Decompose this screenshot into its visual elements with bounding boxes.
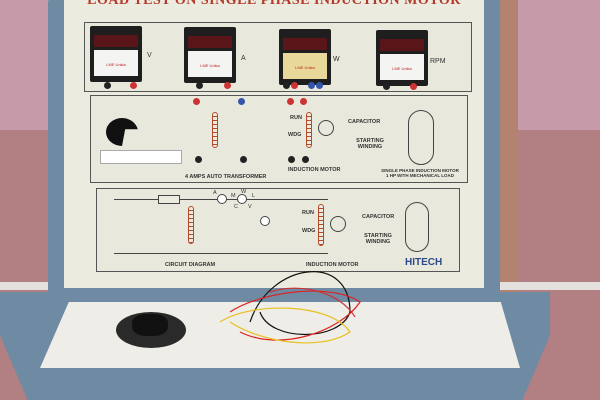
voltmeter: LME Unika bbox=[90, 26, 142, 82]
terminal-red[interactable] bbox=[193, 98, 200, 105]
panel-title: LOAD TEST ON SINGLE PHASE INDUCTION MOTO… bbox=[87, 0, 461, 8]
wdg-label: WDG bbox=[288, 132, 302, 138]
fuse-icon bbox=[158, 195, 180, 204]
circuit-diagram-section bbox=[96, 188, 460, 272]
label-m: M bbox=[231, 193, 236, 199]
circuit-wire bbox=[114, 253, 328, 254]
ammeter: LME Unika bbox=[184, 27, 236, 83]
circuit-autotransformer-icon bbox=[188, 206, 194, 244]
terminal-black[interactable] bbox=[302, 156, 309, 163]
capacitor-label: CAPACITOR bbox=[362, 214, 395, 220]
motor-rotor-icon bbox=[318, 120, 334, 136]
patch-wires[interactable] bbox=[210, 262, 380, 362]
wattmeter-unit: W bbox=[333, 56, 340, 63]
terminal-black[interactable] bbox=[288, 156, 295, 163]
terminal-black[interactable] bbox=[104, 82, 111, 89]
starting-winding-label: STARTING WINDING bbox=[356, 138, 384, 150]
run-winding-coil-icon bbox=[306, 112, 312, 148]
induction-motor-label: INDUCTION MOTOR bbox=[306, 262, 359, 268]
wiring-section bbox=[90, 95, 468, 183]
terminal-black[interactable] bbox=[383, 83, 390, 90]
motor-description-label: SINGLE PHASE INDUCTION MOTOR 1 HP WITH M… bbox=[381, 168, 459, 178]
brand-logo: HITECH bbox=[405, 257, 443, 268]
knob-cap[interactable] bbox=[132, 314, 168, 336]
circuit-diagram-label: CIRCUIT DIAGRAM bbox=[165, 262, 216, 268]
terminal-red[interactable] bbox=[291, 82, 298, 89]
terminal-black[interactable] bbox=[240, 156, 247, 163]
terminal-blue[interactable] bbox=[238, 98, 245, 105]
terminal-red[interactable] bbox=[287, 98, 294, 105]
voltmeter-unit: V bbox=[147, 52, 152, 59]
terminal-red[interactable] bbox=[300, 98, 307, 105]
label-w: W bbox=[241, 189, 247, 195]
ammeter-unit: A bbox=[241, 55, 246, 62]
terminal-black[interactable] bbox=[196, 82, 203, 89]
label-c: C bbox=[234, 204, 238, 210]
capacitor-label: CAPACITOR bbox=[348, 119, 381, 125]
ammeter-symbol-label: A bbox=[213, 190, 217, 196]
ammeter-symbol-icon bbox=[217, 194, 227, 204]
circuit-pulley-icon bbox=[405, 202, 429, 252]
wdg-label: WDG bbox=[302, 228, 316, 234]
induction-motor-label: INDUCTION MOTOR bbox=[288, 167, 341, 173]
terminal-black[interactable] bbox=[195, 156, 202, 163]
circuit-run-winding-icon bbox=[318, 204, 324, 246]
voltmeter-symbol-icon bbox=[260, 216, 270, 226]
terminal-black[interactable] bbox=[283, 82, 290, 89]
info-sticker bbox=[100, 150, 182, 164]
autotransformer-label: 4 AMPS AUTO TRANSFORMER bbox=[185, 174, 267, 180]
terminal-blue[interactable] bbox=[316, 82, 323, 89]
tachometer-unit: RPM bbox=[430, 58, 446, 65]
terminal-red[interactable] bbox=[410, 83, 417, 90]
autotransformer-coil-icon bbox=[212, 112, 218, 148]
run-label: RUN bbox=[290, 115, 302, 121]
terminal-red[interactable] bbox=[130, 82, 137, 89]
label-l: L bbox=[252, 193, 256, 199]
label-v: V bbox=[248, 204, 252, 210]
wattmeter-symbol-icon bbox=[237, 194, 247, 204]
wattmeter: LME Unika bbox=[279, 29, 331, 85]
run-label: RUN bbox=[302, 210, 314, 216]
starting-winding-label: STARTING WINDING bbox=[364, 233, 392, 245]
circuit-rotor-icon bbox=[330, 216, 346, 232]
terminal-blue[interactable] bbox=[308, 82, 315, 89]
terminal-red[interactable] bbox=[224, 82, 231, 89]
tachometer: LME Unika bbox=[376, 30, 428, 86]
mechanical-load-pulley-icon bbox=[408, 110, 434, 165]
